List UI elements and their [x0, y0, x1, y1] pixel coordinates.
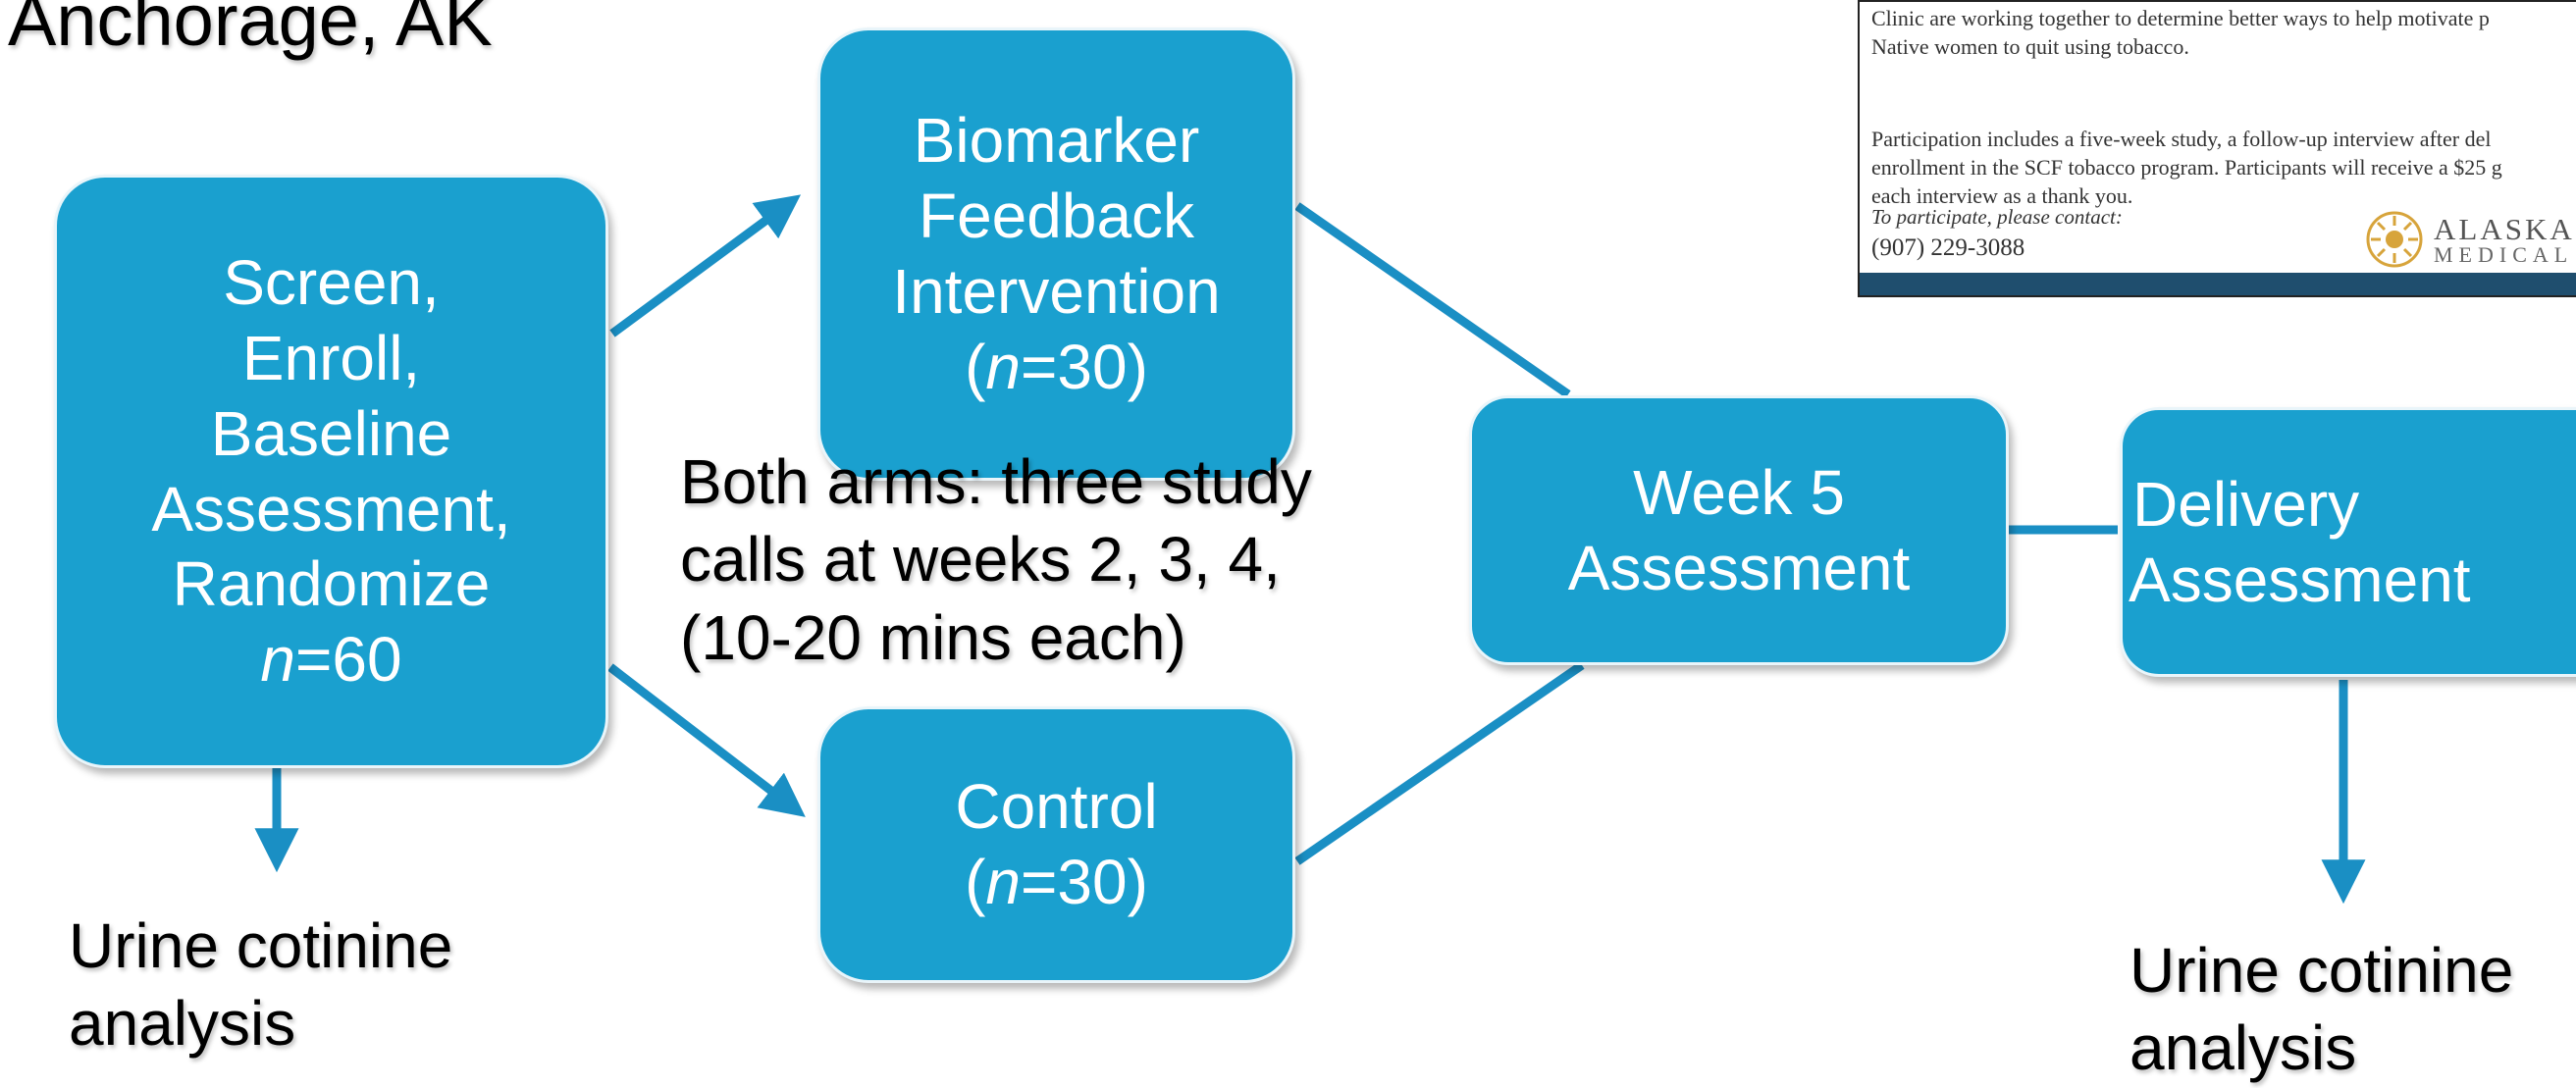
control-sample-size: (n=30)	[965, 847, 1148, 917]
both-arms-line: calls at weeks 2, 3, 4,	[680, 524, 1281, 596]
biomarker-sample-size: (n=30)	[965, 331, 1148, 402]
line-biomarker-to-week5	[1294, 202, 1571, 398]
flyer-contact-label: To participate, please contact:	[1871, 205, 2123, 229]
flyer-logo: ALASKA MEDICAL	[2365, 210, 2575, 269]
week5-line: Week 5	[1633, 456, 1845, 528]
flyer-text: Clinic are working together to determine…	[1871, 6, 2490, 30]
control-label: Control	[955, 771, 1158, 843]
urine-right-line: Urine cotinine	[2129, 935, 2514, 1006]
screen-line: Assessment,	[151, 473, 511, 544]
flyer-text: enrollment in the SCF tobacco program. P…	[1871, 155, 2502, 181]
flyer-phone: (907) 229-3088	[1871, 233, 2025, 261]
both-arms-note: Both arms: three study calls at weeks 2,…	[680, 443, 1312, 677]
flyer-logo-top: ALASKA	[2434, 211, 2575, 246]
biomarker-feedback-node: Biomarker Feedback Intervention (n=30)	[817, 27, 1295, 481]
biomarker-line: Intervention	[892, 256, 1221, 327]
urine-left-line: analysis	[69, 988, 296, 1060]
delivery-assessment-node: Delivery Assessment	[2120, 407, 2576, 677]
screen-line: Enroll,	[241, 322, 421, 393]
control-node: Control (n=30)	[817, 706, 1295, 983]
recruitment-flyer: Clinic are working together to determine…	[1858, 0, 2576, 297]
both-arms-line: (10-20 mins each)	[680, 601, 1186, 673]
location-heading: Anchorage, AK	[8, 0, 493, 61]
sun-seal-icon	[2366, 211, 2423, 268]
both-arms-line: Both arms: three study	[680, 446, 1312, 517]
biomarker-line: Feedback	[918, 181, 1195, 252]
flyer-text: Participation includes a five-week study…	[1871, 127, 2492, 151]
delivery-line: Delivery	[2132, 468, 2360, 540]
screen-line: Screen,	[223, 247, 440, 319]
week5-assessment-node: Week 5 Assessment	[1469, 395, 2009, 665]
flyer-text: Native women to quit using tobacco.	[1871, 34, 2189, 60]
week5-line: Assessment	[1567, 532, 1911, 603]
urine-left-line: Urine cotinine	[69, 910, 453, 981]
arrow-to-control	[607, 663, 806, 817]
screen-enroll-node: Screen, Enroll, Baseline Assessment, Ran…	[54, 175, 608, 768]
screen-line: Baseline	[210, 397, 452, 469]
flyer-logo-bottom: MEDICAL	[2434, 241, 2574, 267]
screen-line: Randomize	[172, 548, 491, 620]
urine-analysis-right: Urine cotinine analysis	[2129, 932, 2513, 1088]
urine-analysis-left: Urine cotinine analysis	[69, 907, 452, 1063]
urine-right-line: analysis	[2129, 1012, 2357, 1084]
screen-sample-size: n=60	[260, 624, 402, 696]
delivery-line: Assessment	[2129, 544, 2471, 615]
line-control-to-week5	[1294, 661, 1585, 865]
arrow-to-biomarker	[609, 194, 802, 337]
flyer-footer-band	[1860, 273, 2576, 295]
biomarker-line: Biomarker	[913, 105, 1200, 177]
flyer-text: each interview as a thank you.	[1871, 183, 2133, 209]
